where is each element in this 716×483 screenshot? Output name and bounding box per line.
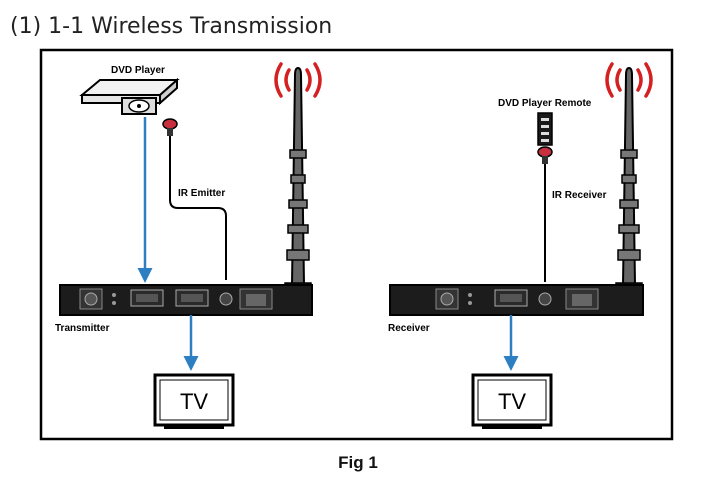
diagram-frame (39, 48, 674, 441)
wireless-waves-icon (605, 62, 653, 98)
dvd-player-label: DVD Player (111, 65, 165, 76)
dvd-player-icon (79, 77, 180, 115)
ir-receiver-label: IR Receiver (552, 190, 607, 201)
antenna-icon (615, 66, 643, 316)
dvd-player-remote-label: DVD Player Remote (498, 98, 592, 109)
transmitter-label: Transmitter (55, 323, 110, 334)
receiver-box (389, 284, 644, 316)
section-heading: (1) 1-1 Wireless Transmission (10, 14, 333, 39)
ir-emitter-label: IR Emitter (178, 188, 225, 199)
tv-label-right: TV (498, 389, 526, 414)
figure-caption: Fig 1 (338, 453, 378, 472)
antenna-icon (284, 66, 312, 316)
transmitter-box (59, 284, 313, 316)
tv-icon (471, 373, 553, 429)
ir-receiver-icon (537, 146, 553, 164)
ir-emitter-cable (169, 136, 227, 280)
receiver-label: Receiver (388, 323, 430, 334)
ir-emitter-icon (162, 118, 178, 136)
wireless-waves-icon (274, 62, 322, 98)
tv-icon (153, 373, 235, 429)
tv-label-left: TV (180, 389, 208, 414)
remote-control-icon (537, 112, 553, 146)
